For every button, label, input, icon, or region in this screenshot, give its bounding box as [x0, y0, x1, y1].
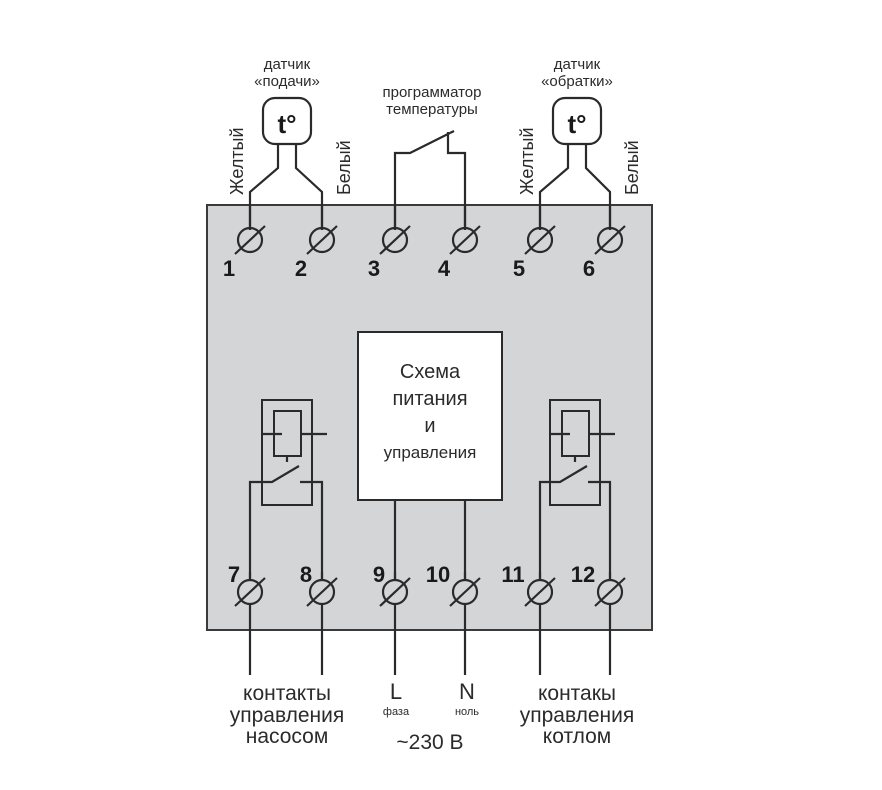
screw-terminal-icon	[236, 226, 264, 254]
terminal-number: 12	[571, 562, 595, 587]
pump-label-2: управления	[230, 704, 345, 727]
terminal-10: 10	[426, 562, 481, 607]
terminal-6: 6	[583, 205, 626, 281]
terminal-number: 2	[295, 256, 307, 281]
boiler-label-1: контакы	[538, 682, 616, 705]
terminal-3: 3	[368, 205, 411, 281]
sensor-symbol: t°	[277, 109, 296, 139]
sensor-supply: t°	[248, 96, 324, 230]
boiler-label-2: управления	[520, 704, 635, 727]
terminal-number: 10	[426, 562, 450, 587]
terminal-number: 11	[501, 562, 524, 587]
top-terminal-row: 1 2 3 4 5 6	[223, 205, 626, 281]
control-block-line4: управления	[384, 443, 477, 462]
relay-pump-icon	[248, 399, 327, 580]
terminal-number: 5	[513, 256, 525, 281]
voltage-label: ~230 В	[396, 731, 463, 754]
terminal-number: 3	[368, 256, 380, 281]
temperature-sensor-icon	[261, 96, 313, 146]
terminal-number: 7	[228, 562, 240, 587]
terminal-number: 9	[373, 562, 385, 587]
terminal-11: 11	[501, 562, 556, 607]
neutral-sub: ноль	[455, 706, 479, 718]
control-block	[357, 331, 503, 501]
terminal-number: 1	[223, 256, 235, 281]
screw-terminal-icon	[596, 226, 624, 254]
phase-letter: L	[390, 679, 402, 704]
screw-terminal-icon	[381, 226, 409, 254]
sensor-supply-wire-left-label: Желтый	[227, 127, 247, 195]
phase-sub: фаза	[383, 706, 410, 718]
pump-label-1: контакты	[243, 682, 331, 705]
sensor-symbol: t°	[567, 109, 586, 139]
screw-terminal-icon	[451, 226, 479, 254]
programmer-label-1: программатор	[383, 84, 482, 101]
pump-label-3: насосом	[246, 725, 329, 748]
sensor-supply-label-1: датчик	[264, 56, 311, 73]
sensor-return-wire-left-label: Желтый	[517, 127, 537, 195]
sensor-return-wire-right-label: Белый	[622, 140, 642, 195]
terminal-number: 8	[300, 562, 312, 587]
terminal-2: 2	[295, 205, 338, 281]
relay-boiler-icon	[538, 399, 615, 580]
temperature-sensor-icon	[551, 96, 603, 146]
terminal-4: 4	[438, 205, 481, 281]
terminal-number: 6	[583, 256, 595, 281]
sensor-return-label-1: датчик	[554, 56, 601, 73]
terminal-1: 1	[223, 205, 266, 281]
terminal-9: 9	[373, 562, 411, 607]
programmer-label-2: температуры	[386, 101, 478, 118]
sensor-supply-wire-right-label: Белый	[334, 140, 354, 195]
control-block-line2: питания	[392, 388, 467, 410]
terminal-5: 5	[513, 205, 556, 281]
screw-terminal-icon	[526, 226, 554, 254]
boiler-label-3: котлом	[543, 725, 611, 748]
control-block-line3: и	[424, 415, 435, 437]
control-block-line1: Схема	[400, 361, 461, 383]
sensor-supply-label-2: «подачи»	[254, 73, 320, 90]
sensor-return-label-2: «обратки»	[541, 73, 613, 90]
programmer-switch-icon	[393, 130, 467, 230]
output-wires	[248, 604, 612, 675]
neutral-letter: N	[459, 679, 475, 704]
terminal-number: 4	[438, 256, 451, 281]
terminal-8: 8	[300, 562, 338, 607]
terminal-12: 12	[571, 562, 626, 607]
screw-terminal-icon	[308, 226, 336, 254]
